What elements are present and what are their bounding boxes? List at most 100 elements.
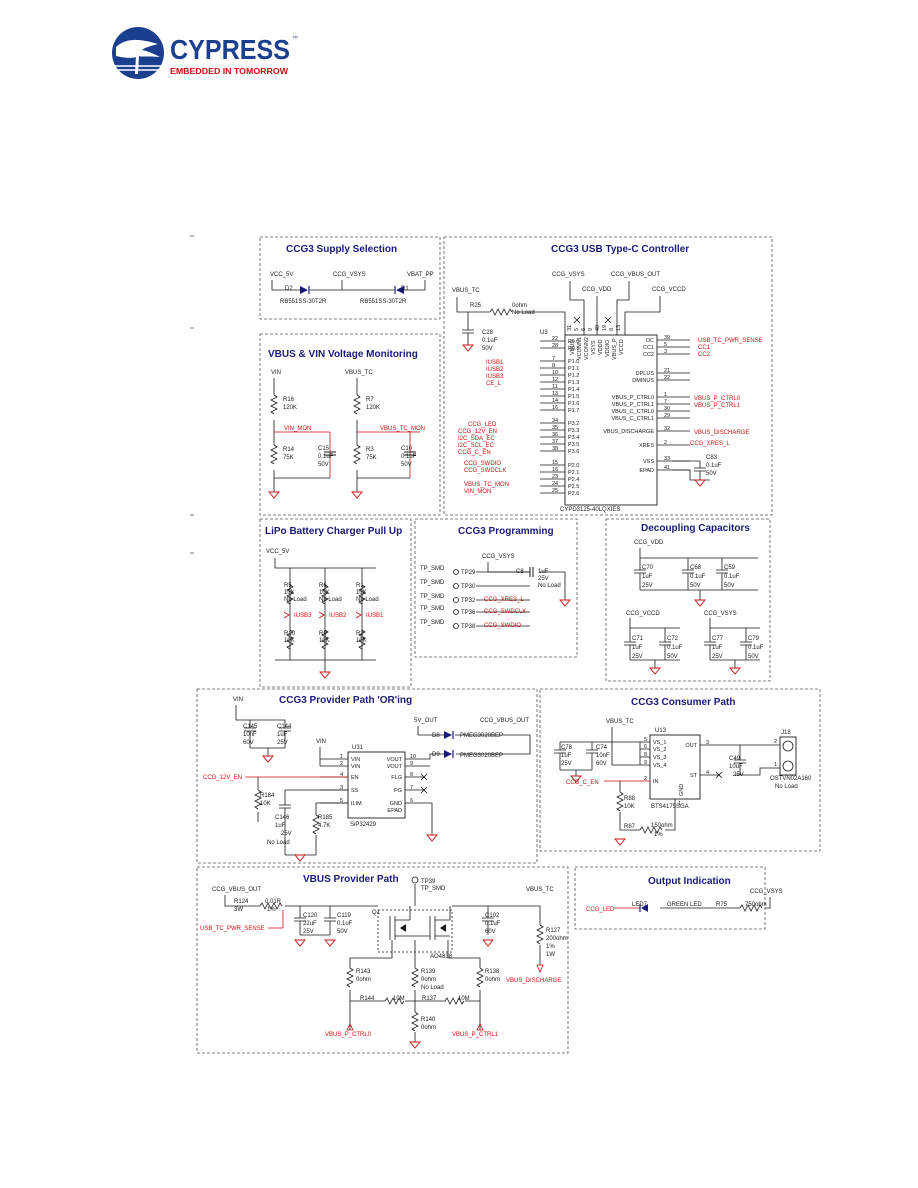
r124-ref: R124	[234, 899, 249, 905]
pullup-bot-val: 10K	[356, 638, 367, 644]
u3-pin-number: 1	[664, 392, 667, 398]
r143-ref: R143	[356, 969, 371, 975]
svg-text:VCONN2: VCONN2	[584, 337, 590, 360]
r144-ref: R144	[360, 996, 375, 1002]
decoupling-caps: C701uF25VC680.1uF50VC590.1uF50VC711uF25V…	[624, 558, 764, 660]
u31-pin-name: VOUT	[387, 757, 403, 763]
test-points: TP_SMDTP29TP_SMDTP30TP_SMDTP32TP_SMDTP36…	[420, 566, 530, 630]
r137-val: 10M	[458, 996, 470, 1002]
margin-marks	[190, 235, 194, 554]
ctrl-net-ccg-vccd: CCG_VCCD	[652, 287, 686, 293]
u3-left-nets: IUSB1 IUSB2 IUSB3 CE_L CCG_LED CCG_12V_E…	[458, 360, 509, 495]
pullup-top-ref: R5	[284, 583, 292, 589]
u31-pin-name: ILIM	[351, 801, 362, 807]
cap-ref: C77	[712, 636, 724, 642]
u3-pin-name: OC	[646, 338, 654, 344]
resistor-r16	[270, 394, 278, 415]
cap-ref: C59	[724, 565, 736, 571]
u3-pin-name: P0.0	[568, 339, 579, 345]
c28-val: 0.1uF	[482, 338, 498, 344]
test-point-icon	[453, 597, 459, 603]
c146-nl: No Load	[267, 840, 290, 846]
u31-part: SiP32429	[350, 822, 377, 828]
u13-pin-name: VS_2	[653, 747, 666, 753]
c102-val: 0.1uF	[485, 921, 501, 927]
led-ref: LED7	[632, 902, 648, 908]
cap-volt: 25V	[632, 654, 643, 660]
tp-ref: TP36	[461, 610, 476, 616]
cap-val: 0.1uF	[667, 645, 683, 651]
pullup-top-ref: R1	[356, 583, 364, 589]
c145-val: 10nF	[243, 732, 257, 738]
resistor-r144	[384, 997, 405, 1005]
r3-ref: R3	[366, 447, 374, 453]
pullup-bot-val: 10K	[319, 638, 330, 644]
ctrl-net-vbus-tc: VBUS_TC	[452, 288, 480, 294]
d9-ref: D9	[432, 752, 440, 758]
pullup-panel: LiPo Battery Charger Pull Up VCC_5V R510…	[259, 518, 412, 688]
svg-text:CCG_12V_EN: CCG_12V_EN	[458, 429, 497, 435]
c10-volt: 50V	[401, 462, 412, 468]
vpp-net-vbus-out: CCG_VBUS_OUT	[212, 887, 261, 893]
c28-ref: C28	[482, 330, 494, 336]
oring-title: CCG3 Provider Path 'OR'ing	[279, 695, 412, 706]
output-indication-panel: Output Indication CCG_VSYS CCG_LED LED7 …	[574, 866, 783, 930]
svg-text:CC1: CC1	[698, 345, 711, 351]
pullup-top-ref: R6	[319, 583, 327, 589]
c78-volt: 25V	[561, 761, 572, 767]
r16-ref: R16	[283, 397, 295, 403]
svg-text:CCG_XRES_L: CCG_XRES_L	[690, 441, 730, 447]
resistor-top	[358, 584, 366, 605]
r124-tol: 1%	[267, 907, 276, 913]
r143-val: 0ohm	[356, 977, 371, 983]
pullup-top-val: 10K	[356, 590, 367, 596]
c8-nl: No Load	[538, 583, 561, 589]
j18-nl: No Load	[775, 784, 798, 790]
svg-text:CE_L: CE_L	[486, 381, 502, 387]
u3-pin-name: P3.3	[568, 428, 579, 434]
d2-part: RB551SS-30T2R	[280, 299, 327, 305]
pullup-net: IUSB3	[294, 613, 312, 619]
r25-nl: No Load	[512, 310, 535, 316]
svg-text:5: 5	[574, 328, 580, 331]
resistor-r3	[353, 444, 361, 465]
cap-ref: C71	[632, 636, 644, 642]
r14-ref: R14	[283, 447, 295, 453]
resistor-r185	[312, 814, 320, 835]
u3-vertical-pins: VBUS VCONN1 VCONN2 VSYS VDDD VDDIO VBUS_…	[567, 325, 625, 360]
pullup-net: IUSB1	[366, 613, 384, 619]
d1-part: RB551SS-30T2R	[360, 299, 407, 305]
d1-ref: D1	[401, 286, 409, 292]
u3-pin-number: 13	[552, 391, 558, 397]
u3-pin-number: 28	[552, 343, 558, 349]
vpp-net-p-ctrl0: VBUS_P_CTRL0	[325, 1032, 372, 1038]
u3-pin-number: 16	[552, 467, 558, 473]
r124-pwr: 3W	[234, 907, 243, 913]
u3-pin-number: 37	[552, 439, 558, 445]
svg-text:2: 2	[774, 739, 777, 745]
u3-pin-number: 34	[552, 418, 558, 424]
diode-d9	[444, 750, 452, 758]
u3-ref: U3	[540, 330, 548, 336]
cap-val: 1uF	[712, 645, 723, 651]
r87-val: 150ohm	[651, 823, 673, 829]
u3-pin-name: P3.6	[568, 449, 579, 455]
c10-ref: C10	[401, 446, 413, 452]
svg-text:VIN_MON: VIN_MON	[464, 489, 491, 495]
pullup-top-nl: No Load	[284, 597, 307, 603]
svg-text:VCCD: VCCD	[619, 339, 625, 355]
u3-pin-name: P1.5	[568, 394, 579, 400]
oring-net-vin2: VIN	[316, 739, 326, 745]
pullup-title: LiPo Battery Charger Pull Up	[265, 526, 402, 537]
u3-pin-name: VSS	[643, 459, 654, 465]
pullup-top-val: 10K	[319, 590, 330, 596]
c119-ref: C119	[337, 913, 352, 919]
r124-val: 0.01R	[265, 899, 282, 905]
resistor-r14	[270, 444, 278, 465]
resistor-top	[286, 584, 294, 605]
u3-pin-number: 2	[664, 440, 667, 446]
r144-val: 10M	[393, 996, 405, 1002]
r137-ref: R137	[422, 996, 437, 1002]
c15-volt: 50V	[318, 462, 329, 468]
u3-pin-number: 32	[664, 426, 670, 432]
